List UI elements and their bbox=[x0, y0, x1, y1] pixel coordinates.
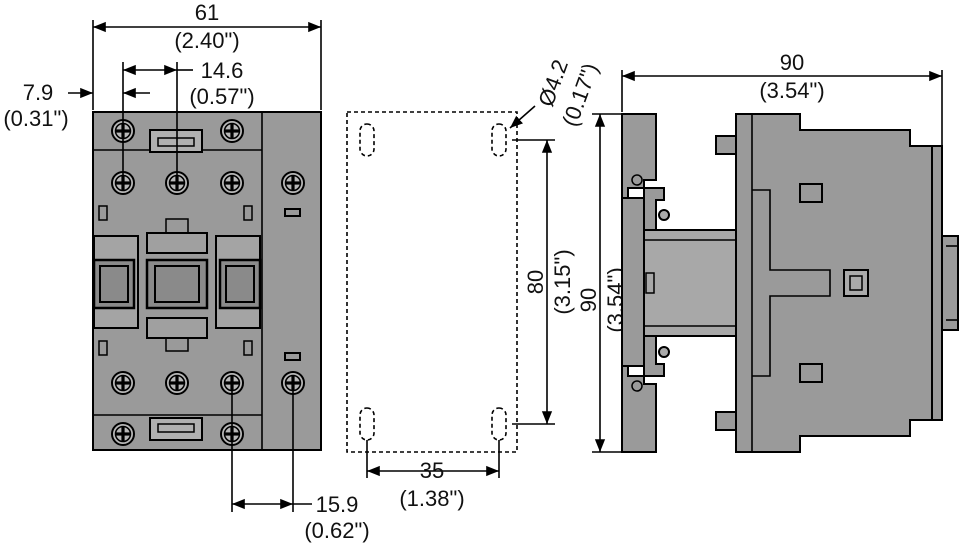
aux-pitch-mm-label: 15.9 bbox=[316, 492, 359, 517]
front-button bbox=[941, 235, 959, 331]
depth-mm-label: 90 bbox=[780, 50, 804, 75]
terminal-pitch-in-label: (0.57") bbox=[189, 84, 254, 109]
mounting-hole bbox=[359, 123, 375, 157]
mounting-hole bbox=[491, 123, 507, 157]
terminal-pitch-mm-label: 14.6 bbox=[201, 58, 244, 83]
mounting-hole bbox=[491, 407, 507, 441]
terminal-screw-icon bbox=[165, 371, 189, 395]
aux-terminal-screw-icon bbox=[281, 171, 305, 195]
hole-spacing-v-in-label: (3.15") bbox=[550, 249, 575, 314]
din-clip-bottom bbox=[621, 363, 657, 453]
left-offset-mm-label: 7.9 bbox=[23, 80, 54, 105]
front-view: 61 (2.40") 14.6 (0.57") 7.9 (0.31") 15.9… bbox=[3, 0, 369, 543]
height-mm-label: 90 bbox=[576, 288, 601, 312]
left-offset-in-label: (0.31") bbox=[3, 106, 68, 131]
hole-spacing-h-mm-label: 35 bbox=[420, 458, 444, 483]
terminal-screw-icon bbox=[220, 119, 244, 143]
coil-block bbox=[643, 229, 741, 337]
terminal-screw-icon bbox=[111, 422, 135, 446]
terminal-screw-icon bbox=[111, 371, 135, 395]
side-view: 90 (3.54") bbox=[621, 50, 959, 453]
contactor-body-side bbox=[735, 113, 933, 453]
mounting-outline bbox=[346, 111, 518, 453]
mounting-view: Ø4.2 (0.17") 80 (3.15") 35 (1.38") 90 (3… bbox=[346, 56, 630, 511]
hole-spacing-h-in-label: (1.38") bbox=[399, 486, 464, 511]
armature-window bbox=[145, 258, 209, 310]
depth-in-label: (3.54") bbox=[759, 78, 824, 103]
width-in-label: (2.40") bbox=[174, 28, 239, 53]
mounting-hole bbox=[359, 407, 375, 441]
terminal-screw-icon bbox=[220, 171, 244, 195]
width-mm-label: 61 bbox=[195, 0, 219, 25]
hole-spacing-v-mm-label: 80 bbox=[523, 270, 548, 294]
aux-pitch-in-label: (0.62") bbox=[304, 518, 369, 543]
